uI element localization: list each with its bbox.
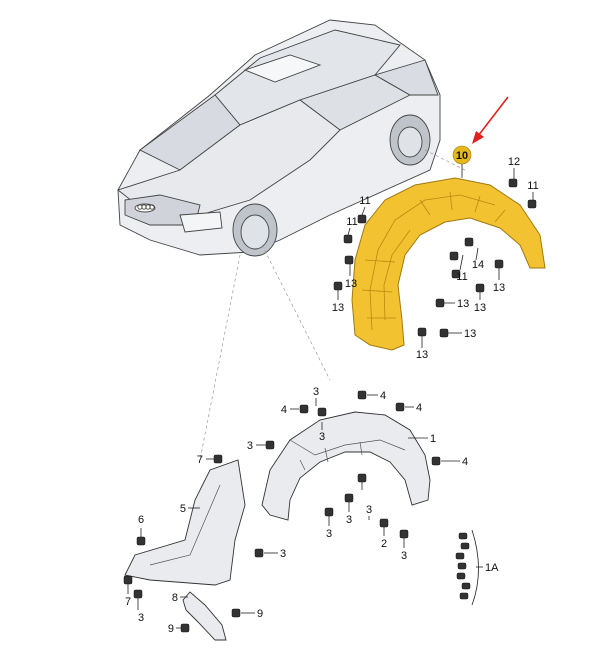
label-3: 3 xyxy=(326,528,332,540)
label-3: 3 xyxy=(313,386,319,398)
bracket-8 xyxy=(182,591,227,641)
label-13: 13 xyxy=(464,328,476,340)
label-12: 12 xyxy=(508,156,520,168)
label-11: 11 xyxy=(359,195,370,207)
label-14: 14 xyxy=(472,259,484,271)
projection-lines xyxy=(199,149,466,461)
label-3: 3 xyxy=(247,440,253,452)
car-illustration xyxy=(117,19,441,257)
label-11: 11 xyxy=(456,271,467,283)
label-13: 13 xyxy=(457,298,469,310)
label-13: 13 xyxy=(345,278,357,290)
wheel-housing-liner-rear-highlighted xyxy=(351,177,546,351)
bolt-set-1A xyxy=(455,529,479,606)
label-13: 13 xyxy=(416,349,428,361)
label-9: 9 xyxy=(168,623,174,635)
upper-fasteners xyxy=(333,178,537,338)
wheel-housing-liner-front xyxy=(261,411,431,521)
label-10: 10 xyxy=(456,150,468,162)
label-4: 4 xyxy=(281,404,287,416)
label-3: 3 xyxy=(280,548,286,560)
label-4: 4 xyxy=(462,456,468,468)
label-11: 11 xyxy=(527,180,538,192)
label-3: 3 xyxy=(138,612,144,624)
label-3: 3 xyxy=(319,431,325,443)
label-9: 9 xyxy=(257,608,263,620)
label-13: 13 xyxy=(474,302,486,314)
upper-leaders xyxy=(337,168,534,348)
label-11: 11 xyxy=(346,216,357,228)
label-7: 7 xyxy=(197,454,203,466)
lower-leaders xyxy=(127,394,483,629)
label-3: 3 xyxy=(366,504,372,516)
label-13: 13 xyxy=(493,282,505,294)
label-3: 3 xyxy=(401,550,407,562)
label-4: 4 xyxy=(380,390,386,402)
label-1A: 1A xyxy=(485,562,499,574)
label-2: 2 xyxy=(381,538,387,550)
red-pointer-arrow xyxy=(472,96,509,144)
splash-shield-front xyxy=(124,459,246,586)
label-13: 13 xyxy=(332,302,344,314)
label-3: 3 xyxy=(346,514,352,526)
label-8: 8 xyxy=(172,592,178,604)
label-6: 6 xyxy=(138,514,144,526)
label-5: 5 xyxy=(180,503,186,515)
label-7: 7 xyxy=(125,596,131,608)
label-4: 4 xyxy=(416,402,422,414)
callout-10: 10 xyxy=(452,145,472,178)
label-1: 1 xyxy=(430,433,436,445)
